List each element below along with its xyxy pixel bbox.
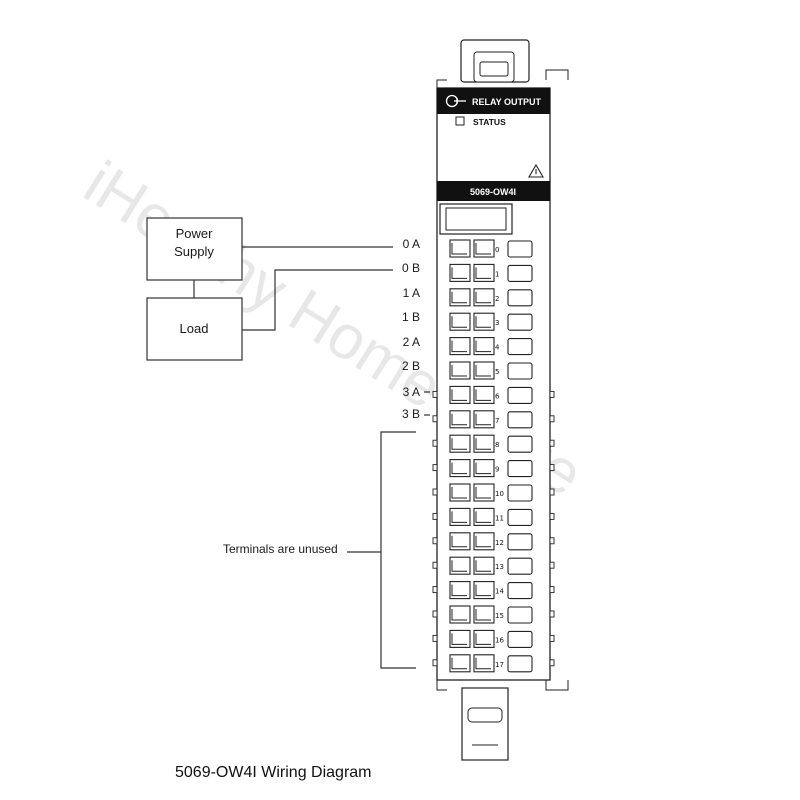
terminal-row: 16 — [432, 629, 555, 648]
terminal-label-2b: 2 B — [402, 359, 420, 373]
terminal-row: 9 — [432, 459, 555, 478]
terminal-label-0b: 0 B — [402, 261, 420, 275]
terminal-row: 13 — [432, 556, 555, 575]
terminal-row: 10 — [432, 483, 555, 502]
model-bar — [437, 181, 550, 201]
terminal-number: 17 — [495, 661, 504, 669]
terminal-label-1b: 1 B — [402, 310, 420, 324]
terminal-number: 6 — [495, 392, 500, 400]
terminal-number: 9 — [495, 466, 499, 474]
module-header-label: RELAY OUTPUT — [472, 97, 542, 107]
status-label: STATUS — [473, 117, 506, 127]
terminal-number: 13 — [495, 563, 504, 571]
terminal-row: 7 — [432, 410, 555, 429]
warning-icon — [528, 163, 544, 178]
terminal-number: 16 — [495, 636, 504, 644]
terminal-row: 12 — [432, 532, 555, 551]
terminal-number: 1 — [495, 270, 499, 278]
terminal-label-3a: 3 A — [403, 385, 420, 399]
terminal-row: 17 — [432, 654, 555, 673]
diagram-caption: 5069-OW4I Wiring Diagram — [175, 764, 372, 781]
terminal-number: 8 — [495, 441, 499, 449]
terminal-label-2a: 2 A — [403, 335, 420, 349]
load-box: Load — [146, 297, 243, 361]
terminal-row: 8 — [432, 434, 555, 453]
terminal-number: 15 — [495, 612, 504, 620]
terminal-row: 5 — [449, 361, 533, 380]
terminal-number: 2 — [495, 295, 499, 303]
terminal-label-0a: 0 A — [403, 237, 420, 251]
terminal-number: 10 — [495, 490, 504, 498]
terminal-row: 15 — [432, 605, 555, 624]
unused-bracket — [347, 431, 416, 669]
power-supply-label-1: Power — [176, 226, 214, 241]
terminal-row: 11 — [432, 507, 555, 526]
terminal-row: 3 — [449, 312, 533, 331]
terminal-row: 4 — [449, 337, 533, 356]
terminal-label-1a: 1 A — [403, 286, 420, 300]
relay-output-icon — [445, 94, 466, 108]
terminal-number: 3 — [495, 319, 499, 327]
terminal-number: 12 — [495, 539, 504, 547]
terminal-number: 0 — [495, 246, 499, 254]
terminal-row: 2 — [449, 288, 533, 307]
bottom-latch — [436, 680, 569, 761]
terminal-labels: 0 A 0 B 1 A 1 B 2 A 2 B 3 A 3 B — [402, 237, 420, 421]
load-label: Load — [180, 321, 209, 336]
power-supply-label-2: Supply — [174, 244, 214, 259]
unused-terminals-note: Terminals are unused — [223, 542, 338, 556]
status-indicator — [455, 116, 465, 126]
model-label: 5069-OW4I — [470, 187, 516, 197]
terminal-row: 14 — [432, 581, 555, 600]
terminal-number: 4 — [495, 344, 500, 352]
terminal-number: 7 — [495, 417, 499, 425]
terminal-row: 0 — [449, 239, 533, 258]
power-supply-box: Power Supply — [146, 217, 243, 281]
module-5069-ow4i: RELAY OUTPUT STATUS 5069-OW4I 0123456789… — [432, 39, 569, 761]
terminal-number: 11 — [495, 514, 504, 522]
terminal-number: 5 — [495, 368, 499, 376]
terminal-row: 1 — [449, 263, 533, 282]
wire-0b — [242, 269, 393, 331]
terminal-number: 14 — [495, 588, 504, 596]
terminal-label-3b: 3 B — [402, 407, 420, 421]
top-latch — [436, 39, 569, 88]
terminal-row: 6 — [432, 385, 555, 404]
